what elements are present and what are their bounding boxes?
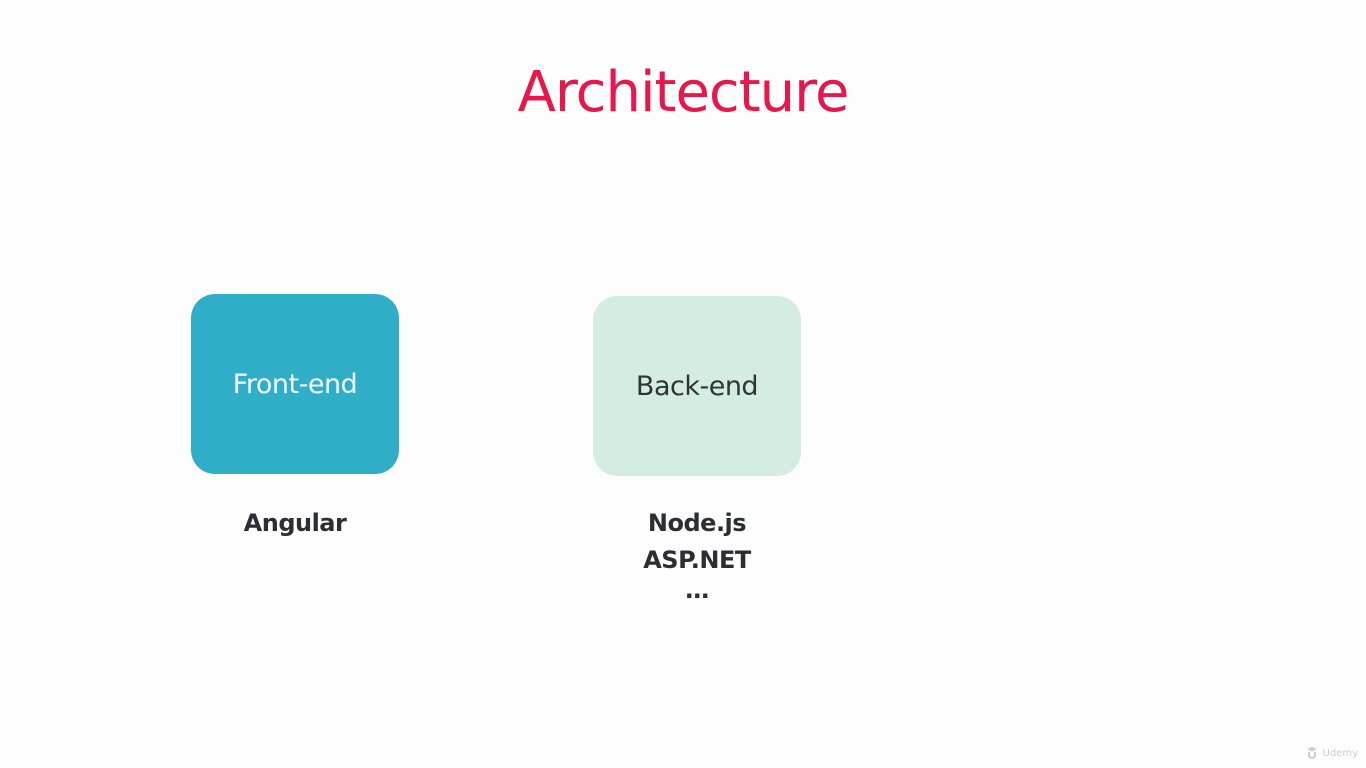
front-end-tech-list: Angular (165, 505, 425, 542)
front-end-label: Front-end (232, 368, 358, 400)
tech-item-aspnet: ASP.NET (643, 546, 751, 574)
udemy-watermark: Udemy (1305, 746, 1358, 760)
tech-item-nodejs: Node.js (647, 509, 747, 537)
udemy-logo-icon (1305, 746, 1319, 760)
udemy-watermark-text: Udemy (1322, 747, 1358, 759)
back-end-label: Back-end (635, 370, 759, 402)
front-end-box: Front-end (191, 294, 399, 474)
tech-item-angular: Angular (243, 509, 347, 537)
back-end-tech-list: Node.js ASP.NET … (567, 505, 827, 603)
slide-title: Architecture (517, 60, 850, 125)
back-end-box: Back-end (593, 296, 801, 476)
tech-item-ellipsis: … (685, 576, 709, 604)
